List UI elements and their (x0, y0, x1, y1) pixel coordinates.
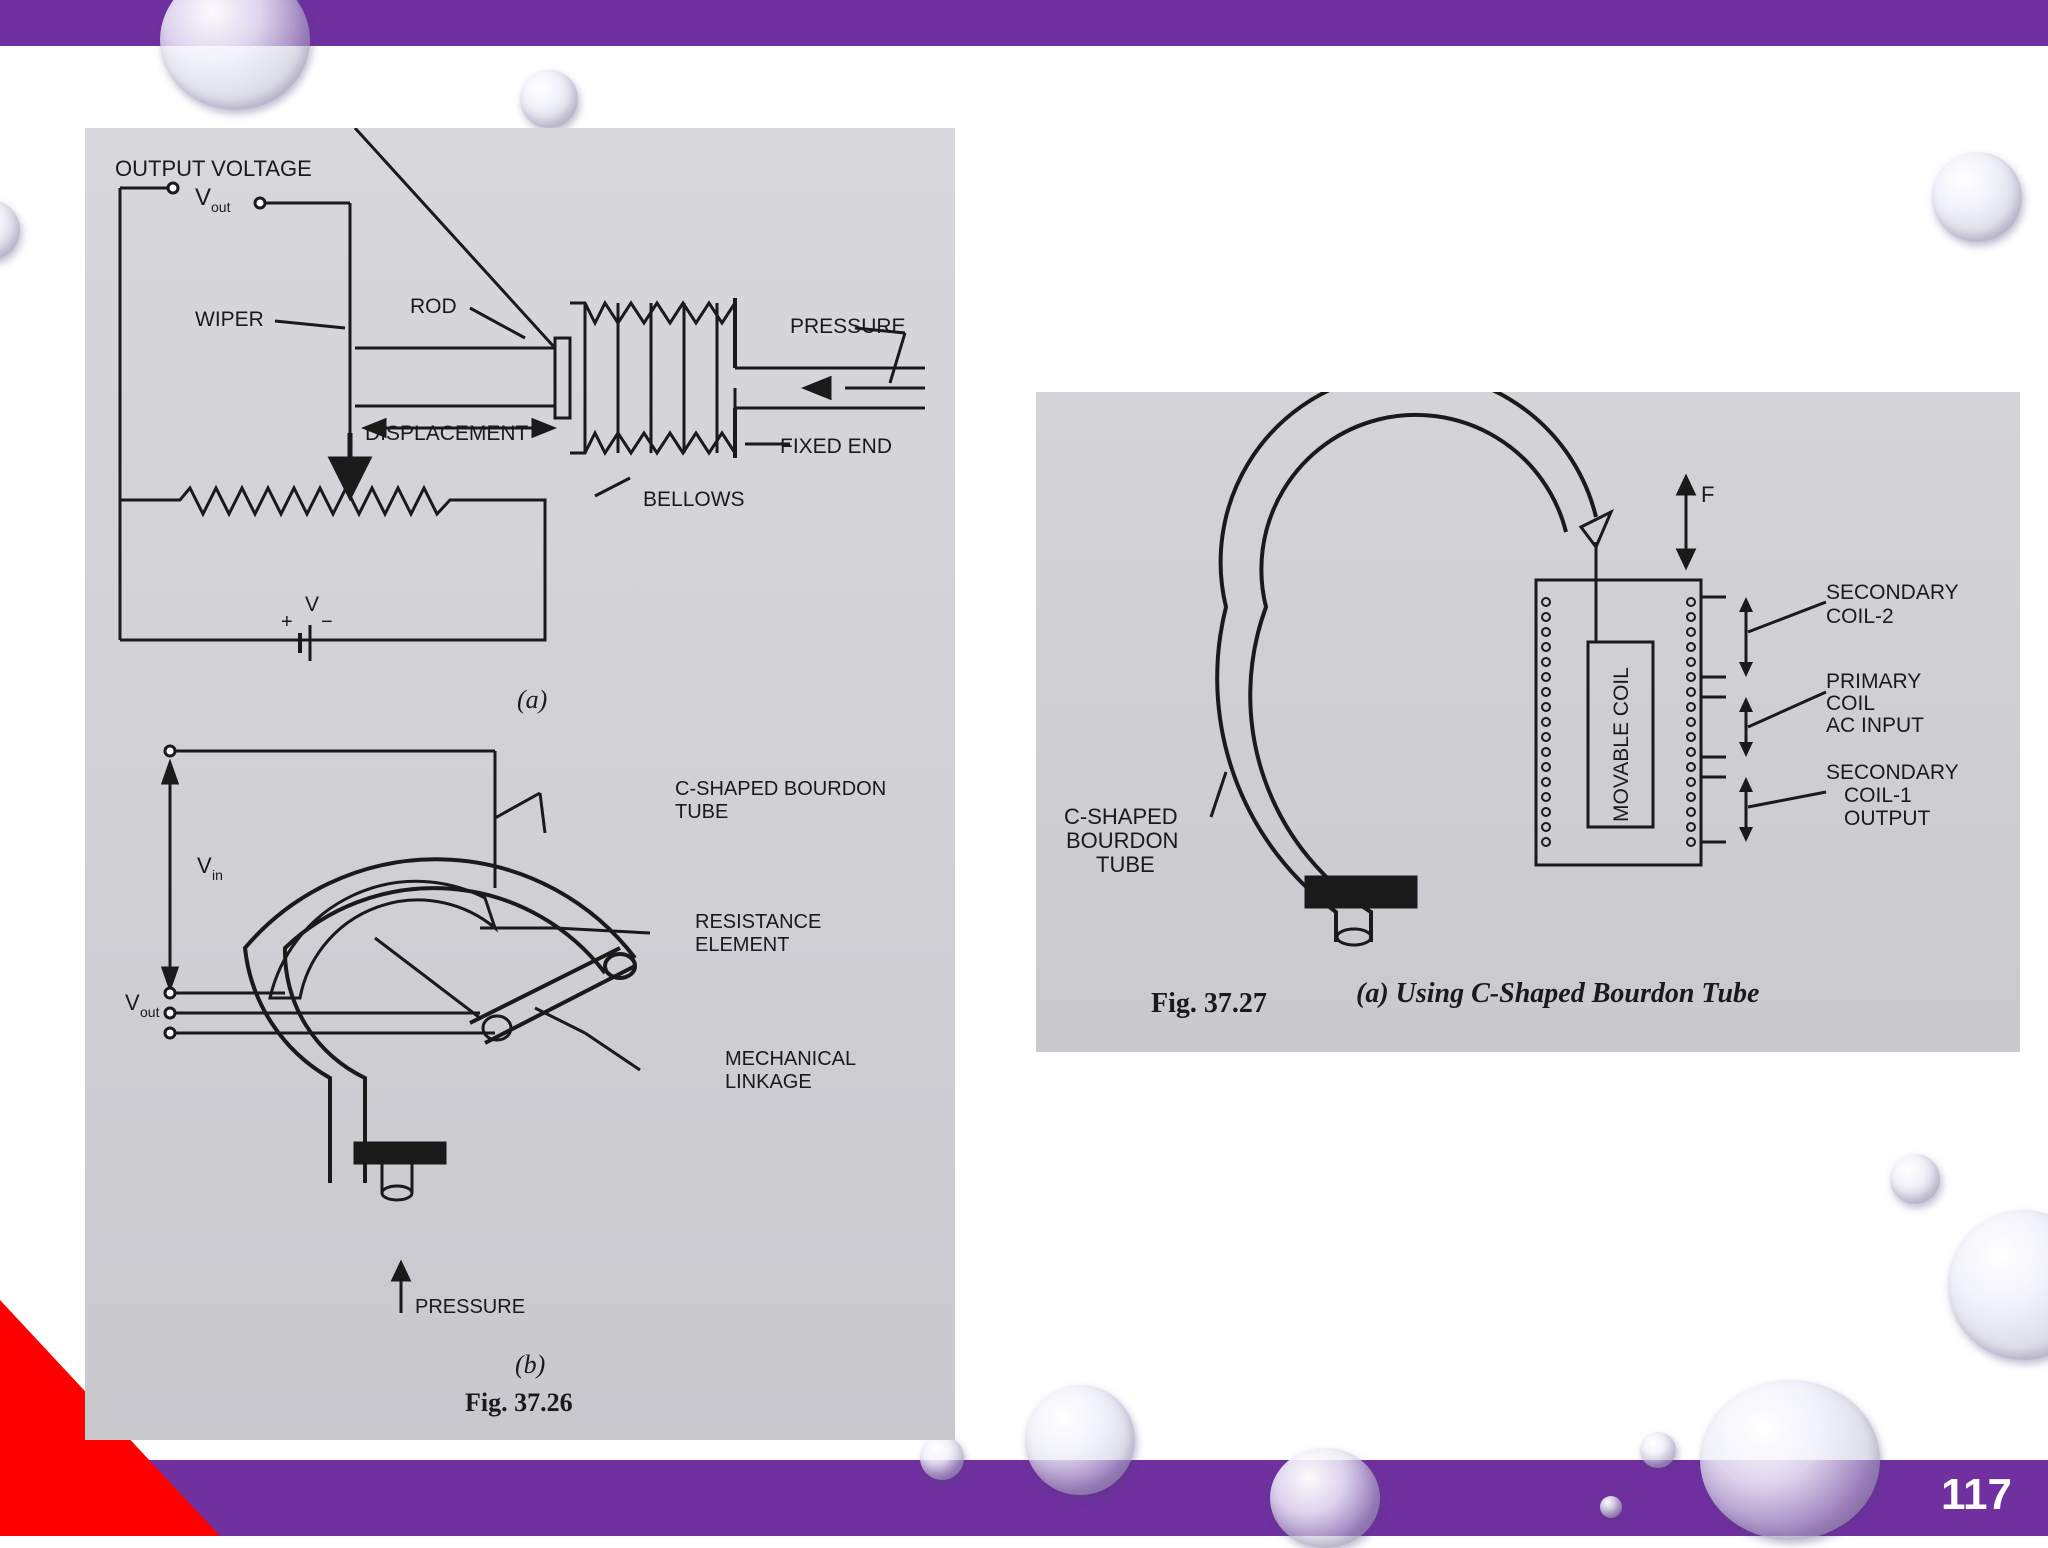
label-bourdon: BOURDON (1066, 828, 1178, 853)
label-tube: TUBE (675, 801, 728, 823)
label-vout: V (195, 184, 211, 211)
label-vin: V (197, 853, 212, 878)
figure-37-27-diagram: F SECONDARY COIL-2 PRIMARY COIL AC INPUT… (1064, 392, 1959, 1019)
figure-37-27-number: Fig. 37.27 (1151, 988, 1267, 1019)
label-output-voltage: OUTPUT VOLTAGE (115, 156, 312, 181)
label-vout-sub: out (211, 199, 231, 215)
label-battery-v: V (305, 593, 319, 616)
label-displacement: DISPLACEMENT (365, 422, 529, 445)
label-vin-sub: in (212, 867, 223, 883)
figure-37-27-photo: F SECONDARY COIL-2 PRIMARY COIL AC INPUT… (1036, 392, 2020, 1052)
water-drop-decoration (160, 0, 310, 110)
figure-37-26-diagram: OUTPUT VOLTAGE V out WIPER ROD PRESSURE … (115, 128, 925, 1417)
label-output: OUTPUT (1844, 807, 1931, 830)
figure-37-26-caption: Fig. 37.26 (465, 1388, 573, 1417)
label-secondary-coil-1-b: COIL-1 (1844, 784, 1912, 807)
label-pressure-b: PRESSURE (415, 1296, 525, 1318)
water-drop-decoration (1932, 152, 2022, 242)
label-secondary-coil-2-b: COIL-2 (1826, 605, 1894, 628)
label-rod: ROD (410, 295, 457, 318)
label-vout-b: V (125, 990, 140, 1015)
figure-37-26-photo: OUTPUT VOLTAGE V out WIPER ROD PRESSURE … (85, 128, 955, 1440)
label-linkage: LINKAGE (725, 1071, 812, 1093)
label-element: ELEMENT (695, 934, 789, 956)
water-drop-decoration (1640, 1432, 1676, 1468)
water-drop-decoration (1948, 1210, 2048, 1360)
label-c-shaped-bourdon: C-SHAPED BOURDON (675, 778, 886, 800)
label-secondary-coil-2-a: SECONDARY (1826, 581, 1959, 604)
label-secondary-coil-1-a: SECONDARY (1826, 761, 1959, 784)
label-wiper: WIPER (195, 308, 264, 331)
slide-page-number: 117 (1941, 1470, 2012, 1519)
water-drop-decoration (1700, 1380, 1880, 1540)
label-resistance: RESISTANCE (695, 911, 821, 933)
label-subfigure-b: (b) (515, 1350, 545, 1379)
water-drop-decoration (1890, 1154, 1940, 1204)
label-vout-b-sub: out (140, 1004, 160, 1020)
label-force-f: F (1701, 482, 1714, 507)
label-tube-b: TUBE (1096, 852, 1155, 877)
label-subfigure-a: (a) (517, 685, 547, 714)
label-ac-input: AC INPUT (1826, 714, 1924, 737)
water-drop-decoration (1270, 1448, 1380, 1548)
label-c-shaped: C-SHAPED (1064, 804, 1178, 829)
label-primary-coil-b: COIL (1826, 692, 1875, 715)
top-band (0, 0, 2048, 46)
label-bellows: BELLOWS (643, 488, 745, 511)
label-movable-coil: MOVABLE COIL (1610, 667, 1633, 822)
figure-37-27-caption: (a) Using C-Shaped Bourdon Tube (1356, 978, 1759, 1009)
water-drop-decoration (920, 1436, 964, 1480)
label-pressure-a: PRESSURE (790, 315, 906, 338)
label-primary-coil-a: PRIMARY (1826, 670, 1921, 693)
water-drop-decoration (520, 70, 578, 128)
label-mechanical: MECHANICAL (725, 1048, 856, 1070)
water-drop-decoration (1600, 1496, 1622, 1518)
label-battery-minus: − (321, 611, 333, 633)
label-battery-plus: + (281, 611, 293, 633)
water-drop-decoration (0, 200, 20, 260)
label-fixed-end: FIXED END (780, 435, 892, 458)
water-drop-decoration (1025, 1385, 1135, 1495)
